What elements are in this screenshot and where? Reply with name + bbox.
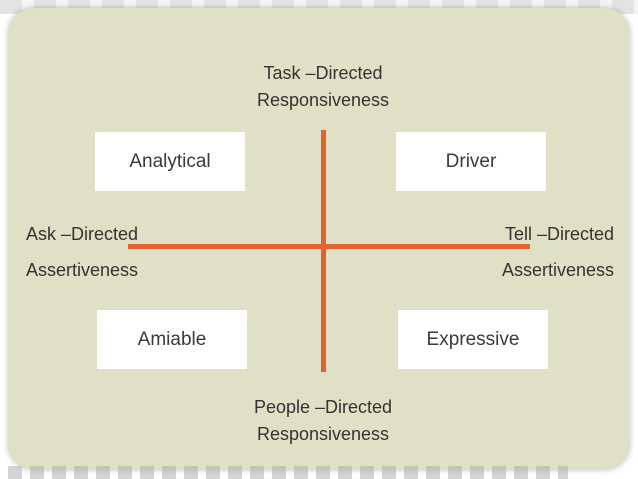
quadrant-expressive: Expressive	[398, 310, 548, 369]
axis-label-right-line1: Tell –Directed	[504, 224, 614, 244]
cropped-caption-strip	[8, 466, 568, 479]
axis-label-top: Task –Directed Responsiveness	[238, 60, 408, 114]
axis-label-top-line2: Responsiveness	[256, 90, 390, 110]
axis-label-top-line1: Task –Directed	[263, 63, 383, 83]
quadrant-analytical: Analytical	[95, 132, 245, 191]
axis-label-right-line2: Assertiveness	[501, 260, 614, 280]
responsiveness-axis-line	[321, 130, 326, 372]
axis-label-right: Tell –Directed Assertiveness	[486, 216, 614, 288]
axis-label-bottom: People –Directed Responsiveness	[230, 394, 416, 448]
axis-label-left: Ask –Directed Assertiveness	[26, 216, 138, 288]
quadrant-amiable: Amiable	[97, 310, 247, 369]
diagram-panel: Task –Directed Responsiveness People –Di…	[8, 8, 630, 470]
axis-label-left-line1: Ask –Directed	[26, 224, 139, 244]
quadrant-driver: Driver	[396, 132, 546, 191]
assertiveness-axis-line	[128, 244, 530, 249]
axis-label-bottom-line1: People –Directed	[253, 397, 393, 417]
axis-label-bottom-line2: Responsiveness	[256, 424, 390, 444]
axis-label-left-line2: Assertiveness	[26, 260, 139, 280]
